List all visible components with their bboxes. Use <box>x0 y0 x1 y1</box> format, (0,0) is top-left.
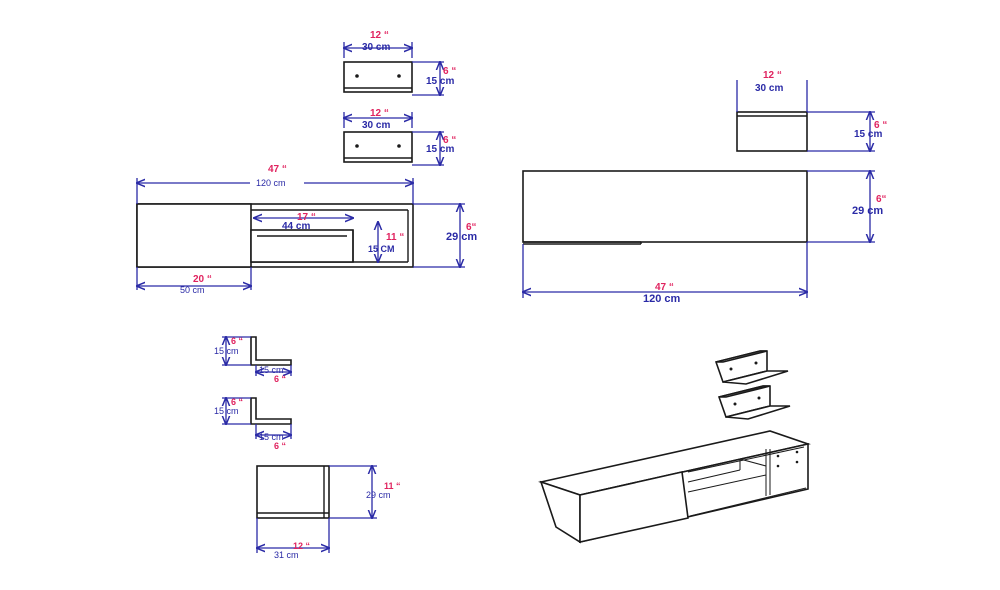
width-inch-label: 12 “ <box>370 30 389 41</box>
width-inch-label: 12 “ <box>370 108 389 119</box>
width-cm-label: 30 cm <box>362 42 390 53</box>
iso-wall-shelf-2 <box>717 385 791 420</box>
height-inch-label: 6 “ <box>231 397 243 407</box>
inner-height-cm-label: 15 CM <box>368 244 395 254</box>
top-view: 12 “ 30 cm 6 “ 15 cm 6“ 29 cm 47 “ 120 c… <box>523 70 887 305</box>
shelf-width-cm-label: 30 cm <box>755 83 783 94</box>
total-width-cm-label: 120 cm <box>256 178 286 188</box>
height-cm-label: 15 cm <box>214 406 239 416</box>
height-inch-label: 6“ <box>466 222 477 233</box>
height-inch-label: 6 “ <box>443 66 456 77</box>
depth-cm-label: 31 cm <box>274 550 299 560</box>
tv-unit-front-view: 47 “ 120 cm 17 “ 44 cm 11 “ 15 CM 6“ 29 … <box>137 164 477 295</box>
unit-top-view <box>522 170 808 243</box>
depth-inch-label: 12 “ <box>293 541 310 551</box>
height-inch-label: 6 “ <box>443 135 456 146</box>
compartment-inch-label: 17 “ <box>297 212 316 223</box>
isometric-view <box>538 350 811 544</box>
wall-shelf-bottom-front-view: 12 “ 30 cm 6 “ 15 cm <box>344 108 456 165</box>
door-panel <box>136 203 252 268</box>
height-cm-label: 29 cm <box>446 231 477 243</box>
compartment-cm-label: 44 cm <box>282 221 310 232</box>
height-cm-label: 29 cm <box>366 490 391 500</box>
height-cm-label: 15 cm <box>426 76 454 87</box>
unit-width-inch-label: 47 “ <box>655 282 674 293</box>
shelf-width-inch-label: 12 “ <box>763 70 782 81</box>
height-cm-label: 15 cm <box>214 346 239 356</box>
door-width-cm-label: 50 cm <box>180 285 205 295</box>
unit-depth-inch-label: 6“ <box>876 194 887 205</box>
depth-cm-label: 15 cm <box>259 365 284 375</box>
inner-shelf <box>250 229 354 263</box>
height-cm-label: 15 cm <box>426 144 454 155</box>
iso-wall-shelf-1 <box>714 350 789 385</box>
shelf-depth-cm-label: 15 cm <box>854 129 882 140</box>
door-width-inch-label: 20 “ <box>193 274 212 285</box>
unit-width-cm-label: 120 cm <box>643 293 681 305</box>
depth-inch-label: 6 “ <box>274 441 286 451</box>
side-shelf-profile-1: 6 “ 15 cm 15 cm 6 “ <box>214 336 291 384</box>
width-cm-label: 30 cm <box>362 120 390 131</box>
height-inch-label: 6 “ <box>231 336 243 346</box>
side-shelf-profile-2: 6 “ 15 cm 15 cm 6 “ <box>214 397 291 451</box>
shelf-panel <box>343 61 413 93</box>
total-width-inch-label: 47 “ <box>268 164 287 175</box>
unit-side-panel <box>256 465 330 519</box>
shelf-top-view <box>736 111 808 152</box>
tv-unit-side-view: 11 “ 29 cm 12 “ 31 cm <box>257 466 401 560</box>
unit-depth-cm-label: 29 cm <box>852 205 883 217</box>
shelf-depth-inch-label: 6 “ <box>874 120 887 131</box>
iso-tv-unit <box>538 430 811 544</box>
inner-height-inch-label: 11 “ <box>386 232 404 243</box>
depth-cm-label: 15 cm <box>259 432 284 442</box>
depth-inch-label: 6 “ <box>274 374 286 384</box>
wall-shelf-top-front-view: 12 “ 30 cm 6 “ 15 cm <box>344 30 456 95</box>
shelf-panel <box>343 131 413 163</box>
height-inch-label: 11 “ <box>384 481 401 491</box>
